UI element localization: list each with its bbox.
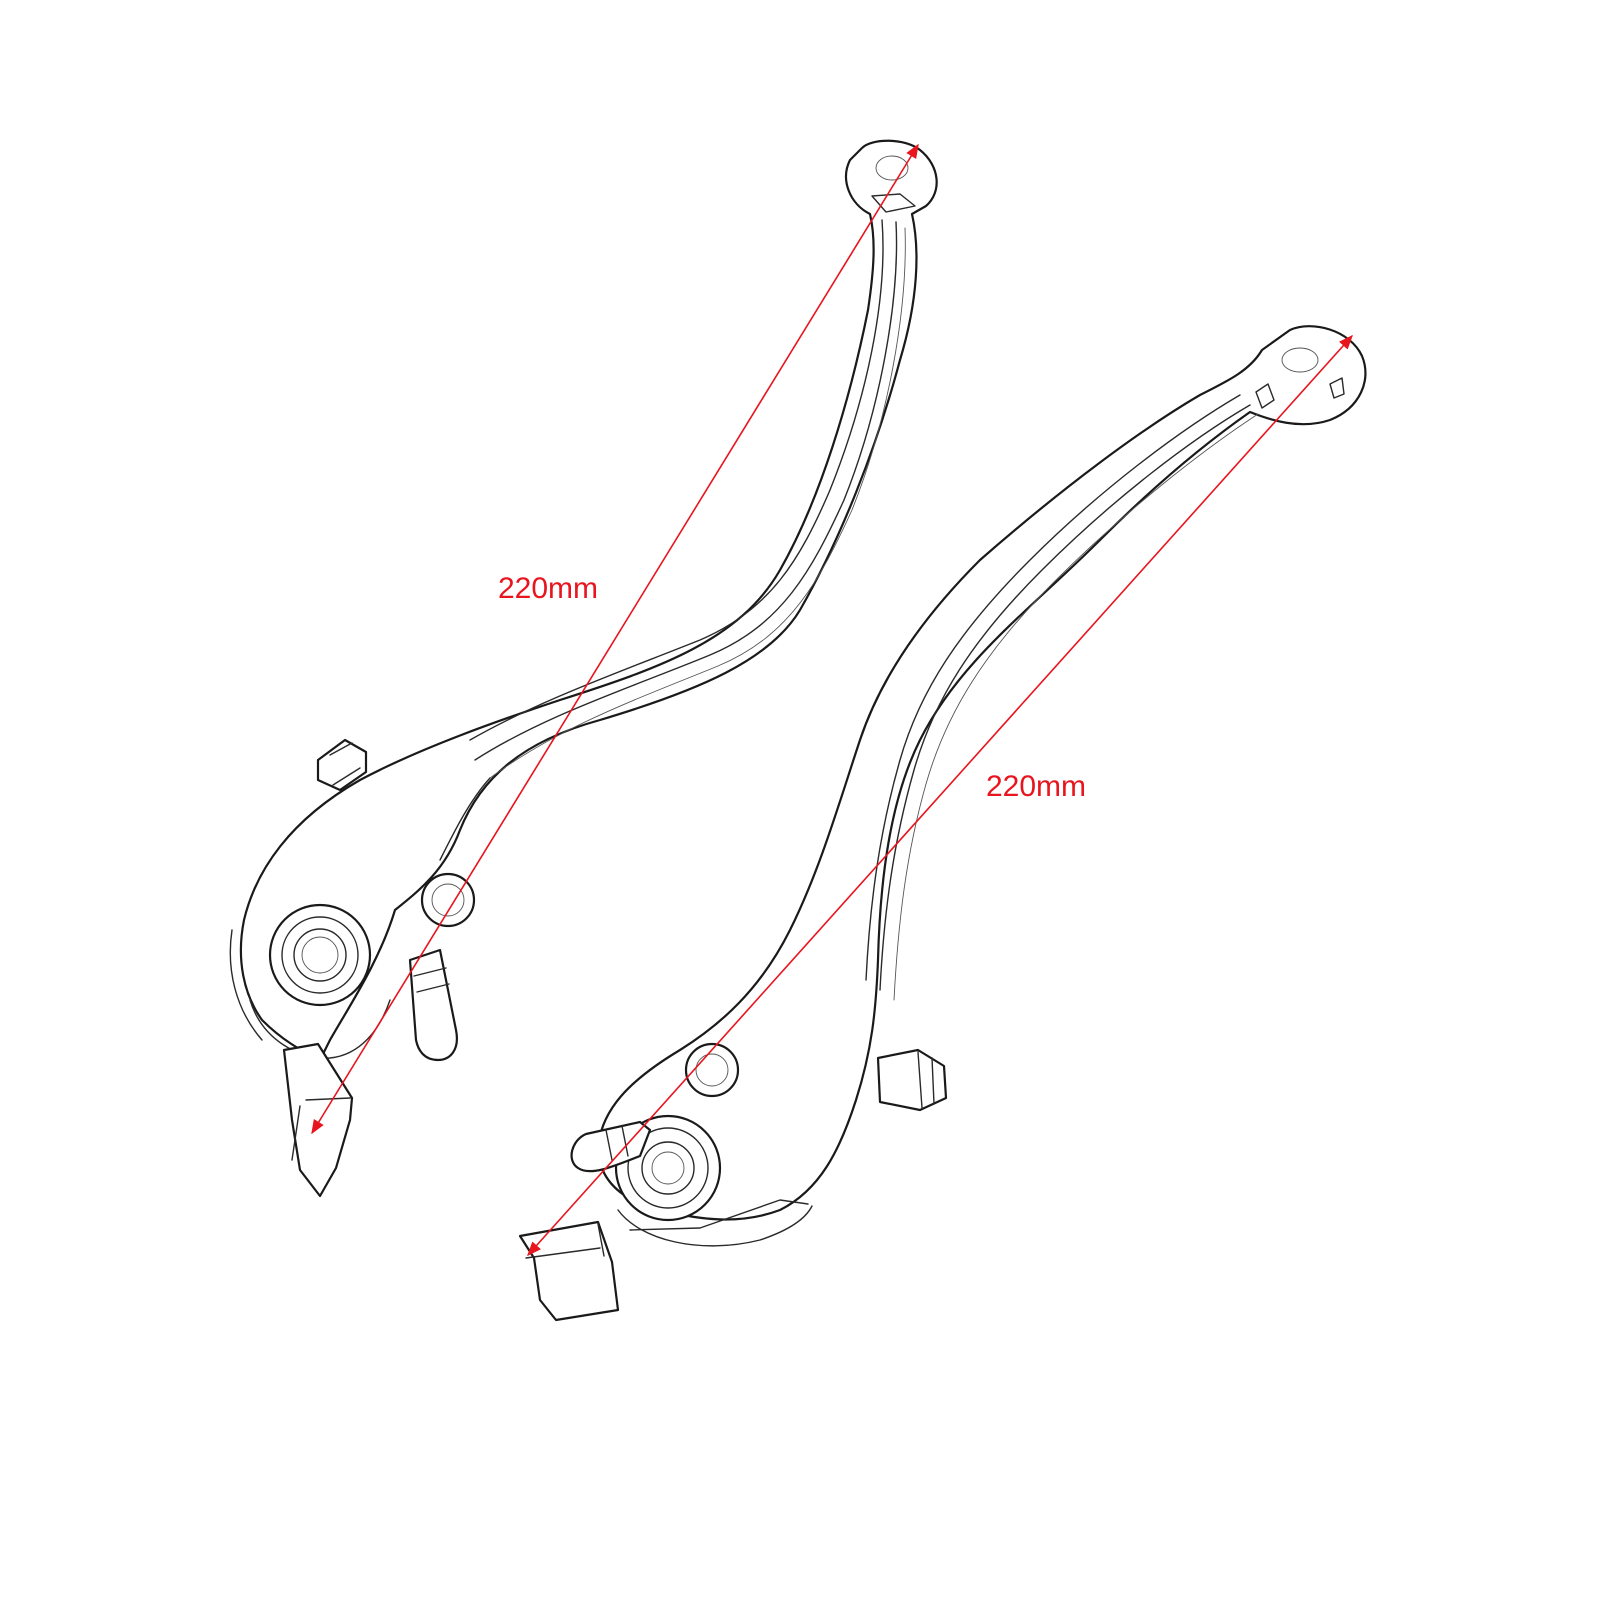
left-switch-plunger: [408, 948, 458, 1062]
right-brake-lever: [518, 325, 1367, 1322]
right-dimension-line: [527, 334, 1353, 1257]
right-adapter-tip: [518, 1220, 620, 1322]
left-adapter-tip: [282, 1042, 354, 1198]
right-dimension-label: 220mm: [986, 770, 1086, 803]
left-pivot: [268, 903, 372, 1007]
left-dimension-label: 220mm: [498, 572, 598, 605]
right-dimension: 220mm: [527, 334, 1353, 1257]
right-adjuster-bolt: [876, 1048, 948, 1112]
